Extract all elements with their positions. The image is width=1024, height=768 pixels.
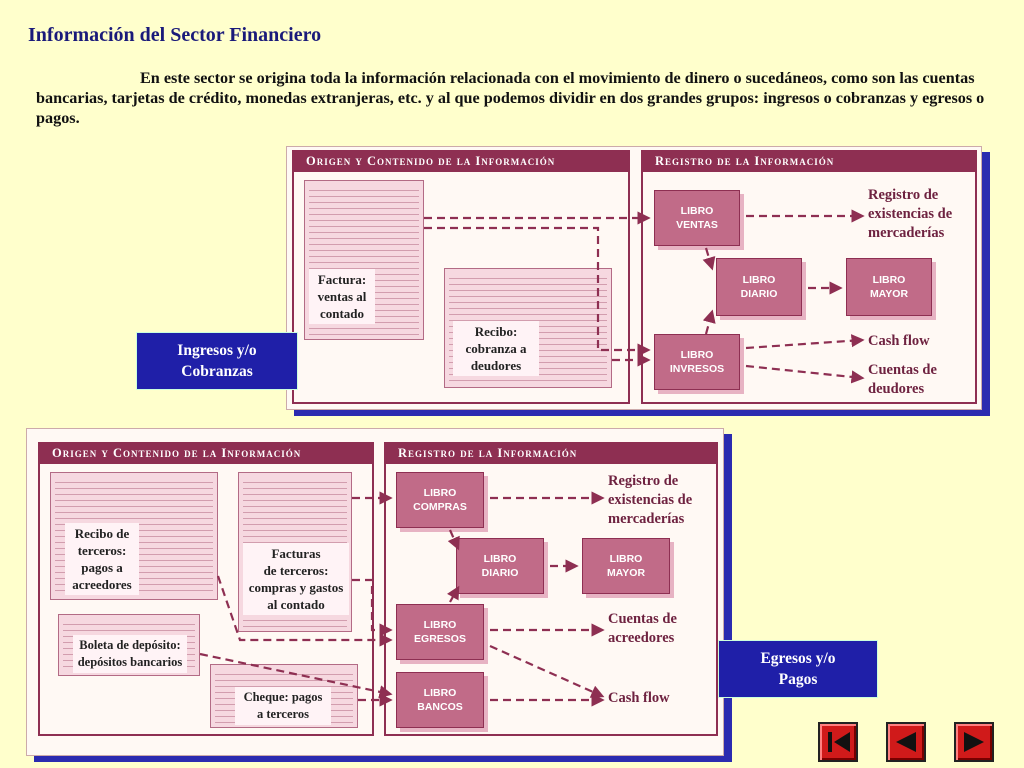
arrow-factura-ingresos (424, 226, 651, 357)
recibo-terceros-label: Recibo de terceros: pagos a acreedores (65, 523, 139, 595)
previous-slide-icon (896, 732, 916, 752)
libro-diario: LIBRO DIARIO (716, 258, 802, 316)
first-slide-icon (828, 732, 850, 752)
arrow-ingresos-deudores (745, 364, 865, 384)
output-registro: Registro de existencias de mercaderías (868, 187, 953, 241)
cheque-label: Cheque: pagos a terceros (235, 687, 331, 725)
origin-header: Origen y Contenido de la Información (294, 150, 628, 172)
libro-egresos: LIBRO EGRESOS (396, 604, 484, 660)
facturas-terceros-document: Facturas de terceros: compras y gastos a… (238, 472, 352, 632)
boleta-label: Boleta de depósito: depósitos bancarios (73, 635, 187, 673)
arrow-ventas-diario (702, 247, 716, 271)
arrow-ingresos-diario (702, 309, 716, 335)
next-slide-button[interactable] (954, 722, 994, 762)
libro-ingresos: LIBRO INVRESOS (654, 334, 740, 390)
register-header: Registro de la Información (643, 150, 975, 172)
output-cashflow: Cash flow (868, 333, 930, 349)
origin-header: Origen y Contenido de la Información (40, 442, 372, 464)
libro-compras: LIBRO COMPRAS (396, 472, 484, 528)
libro-bancos: LIBRO BANCOS (396, 672, 484, 728)
factura-document: Factura: ventas al contado (304, 180, 424, 340)
arrow-ingresos-cashflow (745, 334, 865, 350)
arrow-compras-diario (447, 529, 460, 551)
arrow-facturas-egresos (352, 578, 393, 637)
boleta-document: Boleta de depósito: depósitos bancarios (58, 614, 200, 676)
libro-mayor: LIBRO MAYOR (846, 258, 932, 316)
factura-label: Factura: ventas al contado (309, 269, 375, 324)
previous-slide-button[interactable] (886, 722, 926, 762)
page-title: Información del Sector Financiero (28, 24, 322, 46)
libro-ventas: LIBRO VENTAS (654, 190, 740, 246)
arrow-recibo-egresos (216, 575, 393, 647)
output-acreedores: Cuentas de acreedores (608, 611, 677, 646)
intro-paragraph: En este sector se origina toda la inform… (36, 68, 996, 128)
arrow-boleta-bancos (199, 652, 393, 699)
output-cashflow: Cash flow (608, 690, 670, 706)
recibo-document: Recibo: cobranza a deudores (444, 268, 612, 388)
tag-egresos: Egresos y/o Pagos (718, 640, 878, 698)
arrow-egresos-diario (447, 585, 460, 603)
first-slide-button[interactable] (818, 722, 858, 762)
register-header: Registro de la Información (386, 442, 716, 464)
recibo-terceros-document: Recibo de terceros: pagos a acreedores (50, 472, 218, 600)
intro-text: En este sector se origina toda la inform… (36, 69, 985, 127)
arrow-egresos-cashflow (489, 644, 605, 698)
facturas-terceros-label: Facturas de terceros: compras y gastos a… (243, 543, 349, 615)
recibo-label: Recibo: cobranza a deudores (453, 321, 539, 376)
output-deudores: Cuentas de deudores (868, 362, 937, 397)
tag-ingresos: Ingresos y/o Cobranzas (136, 332, 298, 390)
libro-mayor: LIBRO MAYOR (582, 538, 670, 594)
libro-diario: LIBRO DIARIO (456, 538, 544, 594)
output-registro: Registro de existencias de mercaderías (608, 473, 693, 527)
next-slide-icon (964, 732, 984, 752)
cheque-document: Cheque: pagos a terceros (210, 664, 358, 728)
